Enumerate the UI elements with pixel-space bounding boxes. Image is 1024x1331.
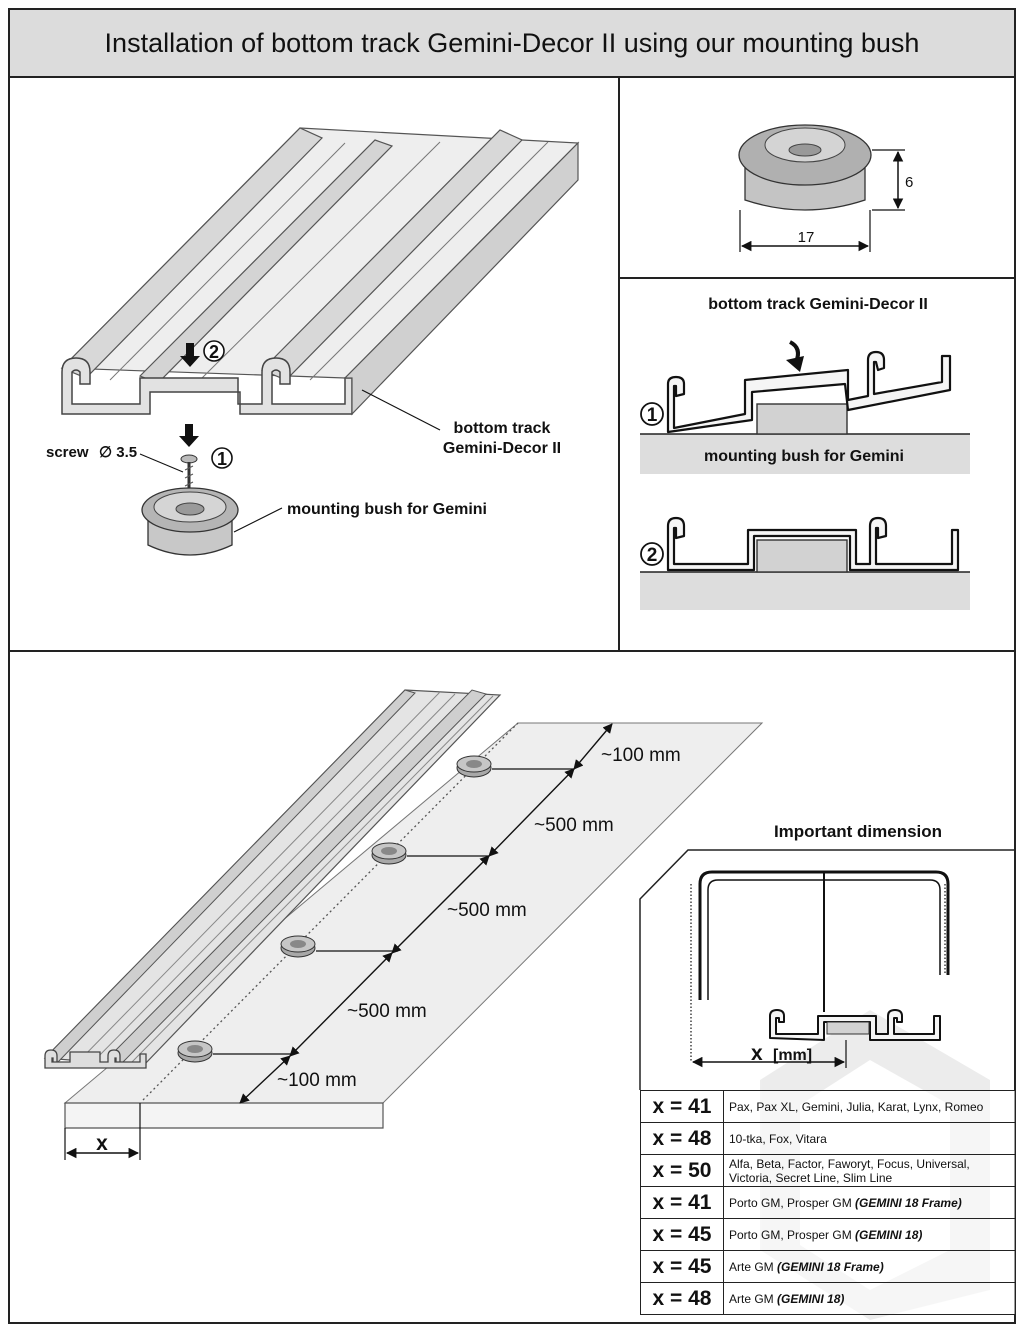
models-text: Alfa, Beta, Factor, Faworyt, Focus, Univ… xyxy=(729,1156,970,1185)
mounting-bush-illustration xyxy=(141,487,239,556)
track-label-line1: bottom track xyxy=(454,420,551,437)
screw-leader-line xyxy=(139,453,184,473)
bush-dimension-drawing xyxy=(738,124,872,211)
section-title: bottom track Gemini-Decor II xyxy=(708,296,928,313)
rotate-arrow-icon xyxy=(786,356,804,372)
bush-marker xyxy=(371,842,407,865)
models-note: (GEMINI 18 Frame) xyxy=(777,1259,884,1274)
table-row: x = 45 Arte GM (GEMINI 18 Frame) xyxy=(640,1250,1016,1283)
divider-right-top xyxy=(618,277,1016,279)
x-value-cell: x = 45 xyxy=(640,1218,724,1251)
models-cell: Porto GM, Prosper GM (GEMINI 18 Frame) xyxy=(723,1186,1016,1219)
table-row: x = 50 Alfa, Beta, Factor, Faworyt, Focu… xyxy=(640,1154,1016,1187)
models-cell: Pax, Pax XL, Gemini, Julia, Karat, Lynx,… xyxy=(723,1090,1016,1123)
models-cell: Arte GM (GEMINI 18) xyxy=(723,1282,1016,1315)
spacing-label-5: ~100 mm xyxy=(277,1070,357,1091)
bush-marker xyxy=(177,1040,213,1063)
screw-label: screw xyxy=(46,444,89,461)
arrow-down-icon xyxy=(179,424,199,447)
bush-marker xyxy=(456,755,492,778)
models-cell: Arte GM (GEMINI 18 Frame) xyxy=(723,1250,1016,1283)
bush-leader-line xyxy=(233,507,283,533)
important-title: Important dimension xyxy=(774,822,942,841)
step-2-circle xyxy=(203,340,225,362)
bush-marker xyxy=(280,935,316,958)
divider-middle xyxy=(8,650,1016,652)
spacing-label-3: ~500 mm xyxy=(447,900,527,921)
spacing-label-1: ~100 mm xyxy=(601,745,681,766)
floor-section-1 xyxy=(640,434,970,474)
models-text: Porto GM, Prosper GM xyxy=(729,1195,852,1210)
screw-size-label: ∅ 3.5 xyxy=(99,444,137,461)
x-mm-unit-label: [mm] xyxy=(773,1047,812,1064)
bush-height-label: 6 xyxy=(905,174,913,191)
track-profile-tilted xyxy=(666,350,952,434)
dimension-arrow xyxy=(289,952,393,1057)
models-text: Porto GM, Prosper GM xyxy=(729,1227,852,1242)
models-cell: Alfa, Beta, Factor, Faworyt, Focus, Univ… xyxy=(723,1154,1016,1187)
bush-section-2 xyxy=(756,539,848,573)
page-title: Installation of bottom track Gemini-Deco… xyxy=(104,27,920,58)
title-bar: Installation of bottom track Gemini-Deco… xyxy=(8,8,1016,78)
x-value-cell: x = 50 xyxy=(640,1154,724,1187)
step-1-label: 1 xyxy=(217,449,227,469)
table-row: x = 41 Pax, Pax XL, Gemini, Julia, Karat… xyxy=(640,1090,1016,1123)
step-1-circle xyxy=(211,447,233,469)
table-row: x = 48 10-tka, Fox, Vitara xyxy=(640,1122,1016,1155)
x-value-cell: x = 41 xyxy=(640,1090,724,1123)
bush-section-1 xyxy=(756,403,848,435)
dimension-arrow xyxy=(488,768,575,857)
dimension-arrow xyxy=(391,855,490,954)
section-bush-label: mounting bush for Gemini xyxy=(704,448,904,465)
models-cell: Porto GM, Prosper GM (GEMINI 18) xyxy=(723,1218,1016,1251)
table-row: x = 45 Porto GM, Prosper GM (GEMINI 18) xyxy=(640,1218,1016,1251)
dimension-arrow xyxy=(239,1055,291,1104)
models-text: 10-tka, Fox, Vitara xyxy=(729,1131,827,1146)
table-row: x = 48 Arte GM (GEMINI 18) xyxy=(640,1282,1016,1315)
step-1-circle xyxy=(640,402,664,426)
models-text: Arte GM xyxy=(729,1291,774,1306)
models-text: Pax, Pax XL, Gemini, Julia, Karat, Lynx,… xyxy=(729,1099,984,1114)
spacing-label-4: ~500 mm xyxy=(347,1001,427,1022)
x-value-cell: x = 45 xyxy=(640,1250,724,1283)
models-note: (GEMINI 18 Frame) xyxy=(855,1195,962,1210)
x-value-cell: x = 48 xyxy=(640,1122,724,1155)
spacing-label-2: ~500 mm xyxy=(534,815,614,836)
floor-section-2 xyxy=(640,572,970,610)
bush-diameter-label: 17 xyxy=(798,229,815,246)
track-label-line2: Gemini-Decor II xyxy=(443,440,561,457)
center-dotted-line xyxy=(142,722,519,1101)
models-text: Arte GM xyxy=(729,1259,774,1274)
track-illustration xyxy=(60,127,580,416)
dimension-arrow xyxy=(573,723,613,770)
bush-label: mounting bush for Gemini xyxy=(287,501,487,518)
arrow-down-icon xyxy=(180,343,200,367)
important-box-outline xyxy=(639,849,1016,1090)
x-mm-label: x xyxy=(751,1042,763,1065)
models-cell: 10-tka, Fox, Vitara xyxy=(723,1122,1016,1155)
x-dimension-label: x xyxy=(96,1132,108,1155)
models-note: (GEMINI 18) xyxy=(855,1227,923,1242)
section-step-1-label: 1 xyxy=(647,405,658,426)
track-profile-installed xyxy=(666,516,960,572)
divider-vertical xyxy=(618,77,620,651)
wardrobe-profile xyxy=(690,870,950,1062)
step-2-label: 2 xyxy=(209,342,219,362)
track-leader-line xyxy=(361,389,441,431)
step-2-circle xyxy=(640,542,664,566)
models-note: (GEMINI 18) xyxy=(777,1291,845,1306)
dimension-table: x = 41 Pax, Pax XL, Gemini, Julia, Karat… xyxy=(640,1090,1016,1315)
table-row: x = 41 Porto GM, Prosper GM (GEMINI 18 F… xyxy=(640,1186,1016,1219)
x-value-cell: x = 48 xyxy=(640,1282,724,1315)
long-track-illustration xyxy=(43,689,502,1069)
x-value-cell: x = 41 xyxy=(640,1186,724,1219)
section-step-2-label: 2 xyxy=(647,545,658,566)
